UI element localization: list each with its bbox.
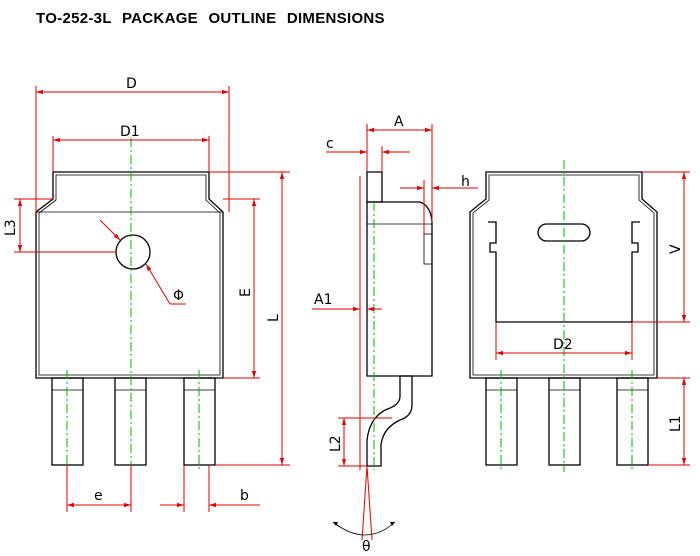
label-c: c	[326, 136, 334, 152]
label-L3: L3	[3, 219, 19, 236]
theta-arc	[332, 521, 396, 536]
label-E: E	[238, 288, 254, 297]
label-L: L	[266, 314, 282, 322]
back-view: V D2 L1	[469, 160, 690, 472]
label-b: b	[240, 488, 249, 504]
label-e: e	[94, 488, 103, 504]
label-D2: D2	[553, 337, 573, 353]
label-D: D	[126, 76, 137, 92]
label-L2: L2	[328, 435, 344, 452]
side-view: A c h A1 L2 θ	[312, 114, 478, 555]
front-mounting-hole	[115, 234, 151, 270]
side-body-outline	[366, 201, 433, 377]
label-D1: D1	[120, 124, 140, 140]
label-phi: Φ	[173, 288, 184, 304]
front-view: D D1 L3 Φ E L e b	[3, 76, 290, 512]
front-body-outline	[35, 171, 224, 379]
side-lead-outline	[366, 375, 413, 467]
label-L1: L1	[668, 415, 684, 432]
side-flash	[423, 233, 433, 265]
label-h: h	[461, 174, 470, 190]
label-theta: θ	[362, 539, 371, 555]
front-body-inner-outline	[38, 174, 221, 376]
back-body-inner-outline	[472, 174, 655, 376]
page-title: TO-252-3L PACKAGE OUTLINE DIMENSIONS	[36, 10, 385, 27]
side-tab-outline	[366, 171, 383, 203]
label-V: V	[668, 244, 684, 254]
label-A: A	[394, 114, 404, 130]
label-A1: A1	[314, 292, 332, 308]
